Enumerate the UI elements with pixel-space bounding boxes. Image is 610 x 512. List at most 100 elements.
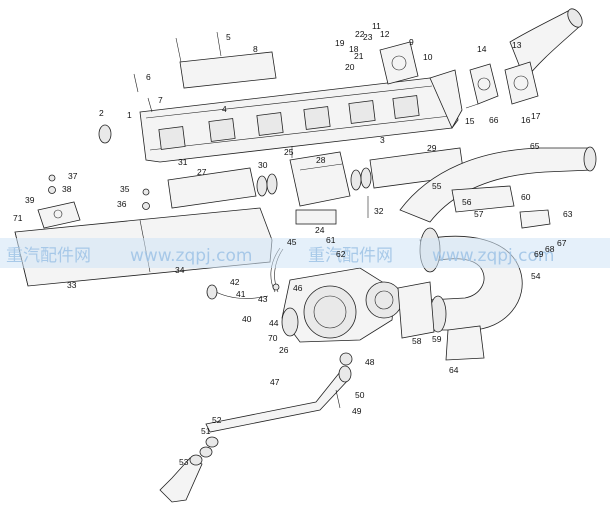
callout-9: 9	[409, 37, 414, 47]
callout-24: 24	[315, 225, 325, 235]
callout-70: 70	[268, 333, 278, 343]
callout-26: 26	[279, 345, 289, 355]
callout-62: 62	[336, 249, 346, 259]
callout-58: 58	[412, 336, 422, 346]
flange-14	[469, 63, 499, 105]
callout-71: 71	[13, 213, 23, 223]
callout-6: 6	[146, 72, 151, 82]
callout-34: 34	[175, 265, 185, 275]
callout-11: 11	[372, 21, 381, 31]
callout-67: 67	[557, 238, 567, 248]
callout-60: 60	[521, 192, 531, 202]
turbocharger	[281, 267, 403, 343]
callout-59: 59	[432, 334, 442, 344]
callout-35: 35	[120, 184, 130, 194]
callout-8: 8	[253, 44, 258, 54]
manifold-gasket-ring	[98, 124, 112, 144]
callout-64: 64	[449, 365, 459, 375]
watermark-band: 重汽配件网 www.zqpj.com 重汽配件网 www.zqpj.com	[0, 238, 610, 268]
callout-41: 41	[236, 289, 246, 299]
charge-pipe-60	[399, 146, 597, 223]
watermark-url: www.zqpj.com	[432, 246, 555, 266]
callout-50: 50	[355, 390, 365, 400]
callout-23: 23	[363, 32, 373, 42]
callout-39: 39	[25, 195, 35, 205]
watermark-text: 重汽配件网	[308, 246, 393, 266]
callout-37: 37	[68, 171, 78, 181]
callout-5: 5	[226, 32, 231, 42]
callout-69: 69	[534, 249, 544, 259]
heat-shield-plate	[179, 51, 277, 89]
callout-33: 33	[67, 280, 77, 290]
callout-12: 12	[380, 29, 390, 39]
callout-32: 32	[374, 206, 384, 216]
callout-2: 2	[99, 108, 104, 118]
callout-18: 18	[349, 44, 359, 54]
callout-57: 57	[474, 209, 484, 219]
callout-14: 14	[477, 44, 487, 54]
callout-45: 45	[287, 237, 297, 247]
callout-36: 36	[117, 199, 127, 209]
callout-66: 66	[489, 115, 499, 125]
connector-10	[504, 61, 539, 105]
egr-valve-28	[289, 151, 351, 207]
callout-40: 40	[242, 314, 252, 324]
callout-28: 28	[316, 155, 326, 165]
bracket-71	[37, 201, 81, 229]
callout-22: 22	[355, 29, 365, 39]
egr-tube-27	[167, 167, 278, 209]
callout-49: 49	[352, 406, 362, 416]
callout-56: 56	[462, 197, 472, 207]
callout-46: 46	[293, 283, 303, 293]
callout-65: 65	[530, 141, 540, 151]
callout-61: 61	[326, 235, 336, 245]
callout-54: 54	[531, 271, 541, 281]
callout-52: 52	[212, 415, 222, 425]
callout-20: 20	[345, 62, 355, 72]
callout-68: 68	[545, 244, 555, 254]
callout-10: 10	[423, 52, 433, 62]
flange-12-plate	[379, 41, 419, 85]
callout-30: 30	[258, 160, 268, 170]
bracket-64	[445, 325, 485, 361]
callout-47: 47	[270, 377, 280, 387]
watermark-url: www.zqpj.com	[130, 246, 253, 266]
callout-19: 19	[335, 38, 345, 48]
exhaust-manifold	[139, 69, 463, 163]
callout-3: 3	[380, 135, 385, 145]
callout-25: 25	[284, 147, 294, 157]
callout-16: 16	[521, 115, 531, 125]
hose-53	[159, 454, 203, 503]
callout-17: 17	[531, 111, 541, 121]
callout-44: 44	[269, 318, 279, 328]
callout-13: 13	[512, 40, 522, 50]
callout-1: 1	[127, 110, 132, 120]
drain-pipe-47	[205, 365, 352, 433]
callout-31: 31	[178, 157, 188, 167]
callout-48: 48	[365, 357, 375, 367]
gasket-24	[295, 209, 337, 225]
callout-29: 29	[427, 143, 437, 153]
bolts-top	[133, 31, 222, 113]
callout-38: 38	[62, 184, 72, 194]
callout-21: 21	[354, 51, 364, 61]
callout-55: 55	[432, 181, 442, 191]
callout-63: 63	[563, 209, 573, 219]
oil-line-40	[206, 284, 269, 300]
fasteners	[48, 103, 479, 409]
clamp-51-52	[199, 436, 219, 458]
callout-15: 15	[465, 116, 475, 126]
callout-51: 51	[201, 426, 211, 436]
callout-53: 53	[179, 457, 189, 467]
callout-43: 43	[258, 294, 268, 304]
callout-42: 42	[230, 277, 240, 287]
callout-4: 4	[222, 104, 227, 114]
clamp-58	[397, 281, 435, 339]
callout-7: 7	[158, 95, 163, 105]
bracket-63	[519, 209, 551, 229]
watermark-text: 重汽配件网	[6, 246, 91, 266]
callout-27: 27	[197, 167, 207, 177]
